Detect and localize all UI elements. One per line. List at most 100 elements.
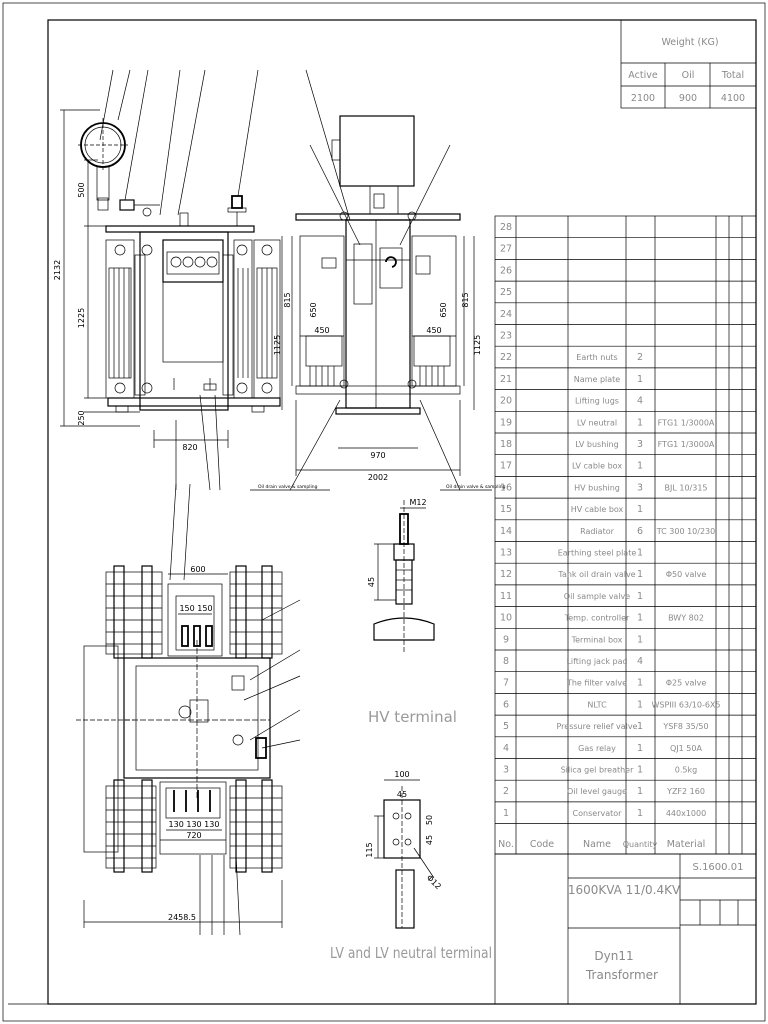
parts-row-no: 23 — [500, 331, 512, 342]
front-view: 2132 500 1225 250 820 — [53, 69, 281, 491]
parts-row-quantity: 6 — [637, 526, 643, 537]
parts-row-no: 25 — [500, 287, 512, 298]
dim-lv-100: 100 — [394, 770, 409, 779]
parts-row-quantity: 1 — [637, 613, 643, 624]
weight-header-oil: Oil — [682, 70, 695, 81]
dim-side-1125-left: 1125 — [273, 335, 282, 355]
side-radiator-left — [299, 235, 345, 387]
hv-terminal-detail: M12 45 HV terminal — [367, 498, 457, 726]
parts-header-name: Name — [583, 839, 611, 850]
parts-row-quantity: 1 — [637, 786, 643, 797]
lv-terminal-label: LV and LV neutral terminal — [330, 944, 492, 962]
side-conservator — [339, 115, 415, 187]
parts-header-code: Code — [530, 839, 554, 850]
parts-row-no: 20 — [500, 396, 512, 407]
parts-row-material: FTG1 1/3000A — [658, 440, 715, 449]
dim-front-820: 820 — [182, 443, 197, 452]
parts-row-material: TC 300 10/230 — [656, 527, 716, 536]
parts-row-no: 1 — [503, 808, 509, 819]
parts-row-quantity: 4 — [637, 656, 643, 667]
parts-row-quantity: 1 — [637, 548, 643, 559]
title-block: S.1600.01 1600KVA 11/0.4KV Dyn11 Transfo… — [494, 853, 757, 1005]
parts-row-quantity: 1 — [637, 678, 643, 689]
parts-header-quantity: Quantity — [623, 840, 658, 849]
parts-row-quantity: 1 — [637, 504, 643, 515]
parts-row-no: 16 — [500, 482, 512, 493]
parts-row-no: 4 — [503, 743, 509, 754]
dim-plan-lv-spacing: 130 130 130 — [169, 820, 220, 829]
weight-header-active: Active — [628, 70, 658, 81]
rating: 1600KVA 11/0.4KV — [568, 883, 681, 897]
parts-row-name: Lifting jack pad — [566, 657, 627, 666]
parts-row-material: Φ50 valve — [666, 570, 707, 579]
dim-plan-720: 720 — [186, 831, 201, 840]
parts-row-no: 7 — [503, 678, 509, 689]
parts-row-no: 19 — [500, 417, 512, 428]
parts-row-no: 5 — [503, 721, 509, 732]
dim-side-815-right: 815 — [461, 292, 470, 307]
parts-row-material: YSF8 35/50 — [662, 722, 708, 731]
weight-title: Weight (KG) — [661, 37, 718, 48]
parts-row-material: Φ25 valve — [666, 679, 707, 688]
plan-radiators-top — [105, 565, 283, 659]
parts-row-name: NLTC — [587, 700, 607, 709]
parts-row-quantity: 1 — [637, 417, 643, 428]
dim-plan-600: 600 — [190, 565, 205, 574]
parts-row-name: Pressure relief valve — [557, 722, 638, 731]
dim-front-height: 2132 — [53, 260, 62, 280]
parts-row-no: 12 — [500, 569, 512, 580]
parts-row-material: FTG1 1/3000A — [658, 418, 715, 427]
dim-hv-m12: M12 — [409, 498, 426, 507]
parts-row-no: 28 — [500, 222, 512, 233]
parts-row-no: 11 — [500, 591, 512, 602]
parts-row-name: Earthing steel plate — [558, 549, 637, 558]
dim-plan-2458: 2458.5 — [168, 913, 196, 922]
parts-row-name: Earth nuts — [576, 353, 617, 362]
side-radiator-right — [411, 235, 457, 387]
description: Transformer — [585, 968, 658, 982]
parts-row-name: Name plate — [574, 375, 620, 384]
dim-side-450-right: 450 — [426, 326, 441, 335]
parts-row-name: Radiator — [580, 527, 615, 536]
parts-row-quantity: 1 — [637, 808, 643, 819]
hv-terminal-label: HV terminal — [368, 708, 457, 726]
parts-row-name: HV bushing — [574, 483, 620, 492]
parts-row-material: 0.5kg — [675, 766, 697, 775]
parts-row-no: 21 — [500, 374, 512, 385]
parts-row-material: 440x1000 — [666, 809, 706, 818]
dim-front-500: 500 — [77, 182, 86, 197]
dim-side-815-left: 815 — [283, 292, 292, 307]
dim-side-970: 970 — [370, 451, 385, 460]
parts-header-material: Material — [667, 839, 706, 850]
parts-row-no: 22 — [500, 352, 512, 363]
plan-conservator — [83, 645, 119, 853]
dim-side-650-left: 650 — [309, 302, 318, 317]
parts-row-name: Oil sample valve — [564, 592, 631, 601]
weight-value-total: 4100 — [721, 93, 745, 104]
parts-row-name: Tank oil drain valve — [557, 570, 635, 579]
dim-hv-45: 45 — [367, 577, 376, 587]
dim-lv-45b: 45 — [425, 835, 434, 845]
parts-row-no: 14 — [500, 526, 512, 537]
parts-row-quantity: 3 — [637, 482, 643, 493]
dim-lv-45a: 45 — [397, 790, 407, 799]
parts-row-no: 27 — [500, 244, 512, 255]
weight-table: Weight (KG) Active Oil Total 2100 900 41… — [620, 19, 757, 109]
parts-row-no: 6 — [503, 699, 509, 710]
parts-row-material: BWY 802 — [668, 614, 704, 623]
parts-row-no: 9 — [503, 634, 509, 645]
parts-row-name: Conservator — [573, 809, 623, 818]
parts-row-quantity: 1 — [637, 699, 643, 710]
parts-row-name: Gas relay — [578, 744, 616, 753]
dim-side-450-left: 450 — [314, 326, 329, 335]
dim-lv-115: 115 — [365, 842, 374, 857]
weight-header-total: Total — [721, 70, 744, 81]
parts-row-quantity: 1 — [637, 374, 643, 385]
parts-row-no: 17 — [500, 461, 512, 472]
parts-header-no: No. — [498, 839, 514, 850]
weight-value-active: 2100 — [631, 93, 655, 104]
dim-front-250: 250 — [77, 410, 86, 425]
parts-row-quantity: 1 — [637, 765, 643, 776]
